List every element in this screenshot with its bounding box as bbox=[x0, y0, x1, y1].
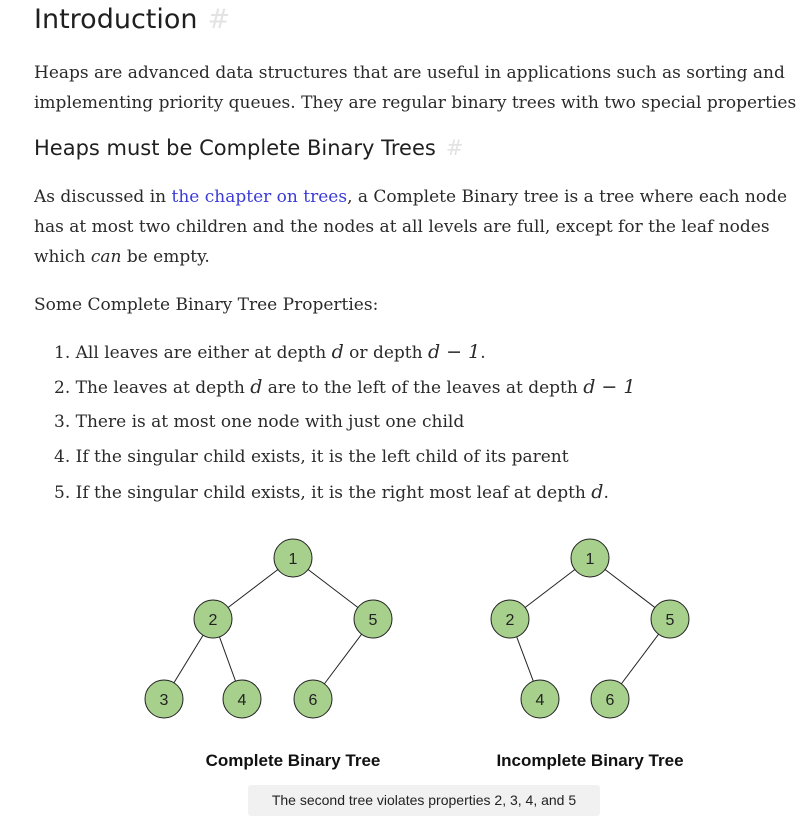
page-title-text: Introduction bbox=[34, 4, 198, 35]
list-item-text: or depth bbox=[343, 343, 428, 363]
intro-paragraph: Heaps are advanced data structures that … bbox=[34, 63, 797, 113]
list-item-text: There is at most one node with just one … bbox=[75, 412, 465, 432]
tree-node-label: 4 bbox=[238, 692, 247, 709]
section-heading: Heaps must be Complete Binary Trees # bbox=[34, 136, 463, 160]
incomplete-tree-title: Incomplete Binary Tree bbox=[496, 751, 683, 770]
list-item: 1. All leaves are either at depth d or d… bbox=[54, 337, 635, 372]
math-expression: d − 1 bbox=[427, 341, 481, 363]
properties-list: 1. All leaves are either at depth d or d… bbox=[54, 337, 635, 512]
tree-node: 5 bbox=[353, 599, 393, 639]
tree-node-label: 4 bbox=[536, 692, 545, 709]
list-item-text: are to the left of the leaves at depth bbox=[262, 378, 584, 398]
tree-node-label: 5 bbox=[369, 612, 378, 629]
heading-anchor-link[interactable]: # bbox=[207, 4, 231, 35]
chapter-on-trees-link[interactable]: the chapter on trees bbox=[171, 187, 348, 207]
tree-node: 6 bbox=[590, 679, 630, 719]
math-variable: d bbox=[591, 481, 604, 503]
list-item-text: If the singular child exists, it is the … bbox=[75, 447, 569, 467]
complete-binary-tree: 1 2 5 3 4 6 Complete Binary Tree bbox=[144, 538, 393, 770]
figure-caption-text: The second tree violates properties 2, 3… bbox=[271, 792, 577, 808]
figure-caption: The second tree violates properties 2, 3… bbox=[248, 785, 600, 816]
properties-intro: Some Complete Binary Tree Properties: bbox=[34, 295, 379, 315]
math-variable: d bbox=[250, 376, 263, 398]
list-item-text: The leaves at depth bbox=[75, 378, 251, 398]
tree-node: 4 bbox=[222, 679, 262, 719]
section-heading-text: Heaps must be Complete Binary Trees bbox=[34, 136, 436, 160]
list-item-number: 4. bbox=[54, 447, 71, 467]
tree-node: 1 bbox=[570, 538, 610, 578]
tree-node-label: 1 bbox=[289, 551, 298, 568]
tree-node-label: 1 bbox=[586, 551, 595, 568]
list-item-text: All leaves are either at depth bbox=[75, 343, 332, 363]
tree-node: 5 bbox=[650, 599, 690, 639]
section-anchor-link[interactable]: # bbox=[445, 136, 464, 160]
math-variable: d bbox=[331, 341, 344, 363]
list-item-text: . bbox=[603, 483, 609, 503]
list-item-number: 3. bbox=[54, 412, 71, 432]
definition-paragraph: As discussed in the chapter on trees, a … bbox=[34, 182, 808, 272]
list-item-text: . bbox=[480, 343, 486, 363]
definition-text-end: be empty. bbox=[121, 247, 210, 267]
tree-node-label: 6 bbox=[309, 692, 318, 709]
list-item-text: If the singular child exists, it is the … bbox=[75, 483, 592, 503]
tree-node-label: 5 bbox=[666, 612, 675, 629]
binary-trees-figure: 1 2 5 3 4 6 Complete Binary Tree 1 2 5 4… bbox=[144, 538, 690, 770]
tree-node-label: 2 bbox=[506, 612, 515, 629]
definition-text-middle: , a Complete Binary tree is a tree where… bbox=[34, 187, 788, 267]
list-item-number: 1. bbox=[54, 343, 71, 363]
list-item: 5. If the singular child exists, it is t… bbox=[54, 477, 635, 512]
tree-node: 6 bbox=[293, 679, 333, 719]
tree-node: 2 bbox=[193, 599, 233, 639]
complete-tree-title: Complete Binary Tree bbox=[206, 751, 381, 770]
tree-node: 4 bbox=[520, 679, 560, 719]
tree-node-label: 2 bbox=[209, 612, 218, 629]
definition-text-start: As discussed in bbox=[34, 187, 172, 207]
list-item-number: 5. bbox=[54, 483, 71, 503]
tree-node: 2 bbox=[490, 599, 530, 639]
list-item-number: 2. bbox=[54, 378, 71, 398]
list-item: 3. There is at most one node with just o… bbox=[54, 407, 635, 442]
list-item: 4. If the singular child exists, it is t… bbox=[54, 442, 635, 477]
list-item: 2. The leaves at depth d are to the left… bbox=[54, 372, 635, 407]
incomplete-binary-tree: 1 2 5 4 6 Incomplete Binary Tree bbox=[490, 538, 690, 770]
page-title: Introduction # bbox=[34, 4, 230, 35]
tree-node-label: 3 bbox=[160, 692, 169, 709]
math-expression: d − 1 bbox=[583, 376, 636, 398]
tree-node: 3 bbox=[144, 679, 184, 719]
definition-emphasis: can bbox=[90, 247, 122, 267]
tree-node-label: 6 bbox=[606, 692, 615, 709]
tree-node: 1 bbox=[273, 538, 313, 578]
